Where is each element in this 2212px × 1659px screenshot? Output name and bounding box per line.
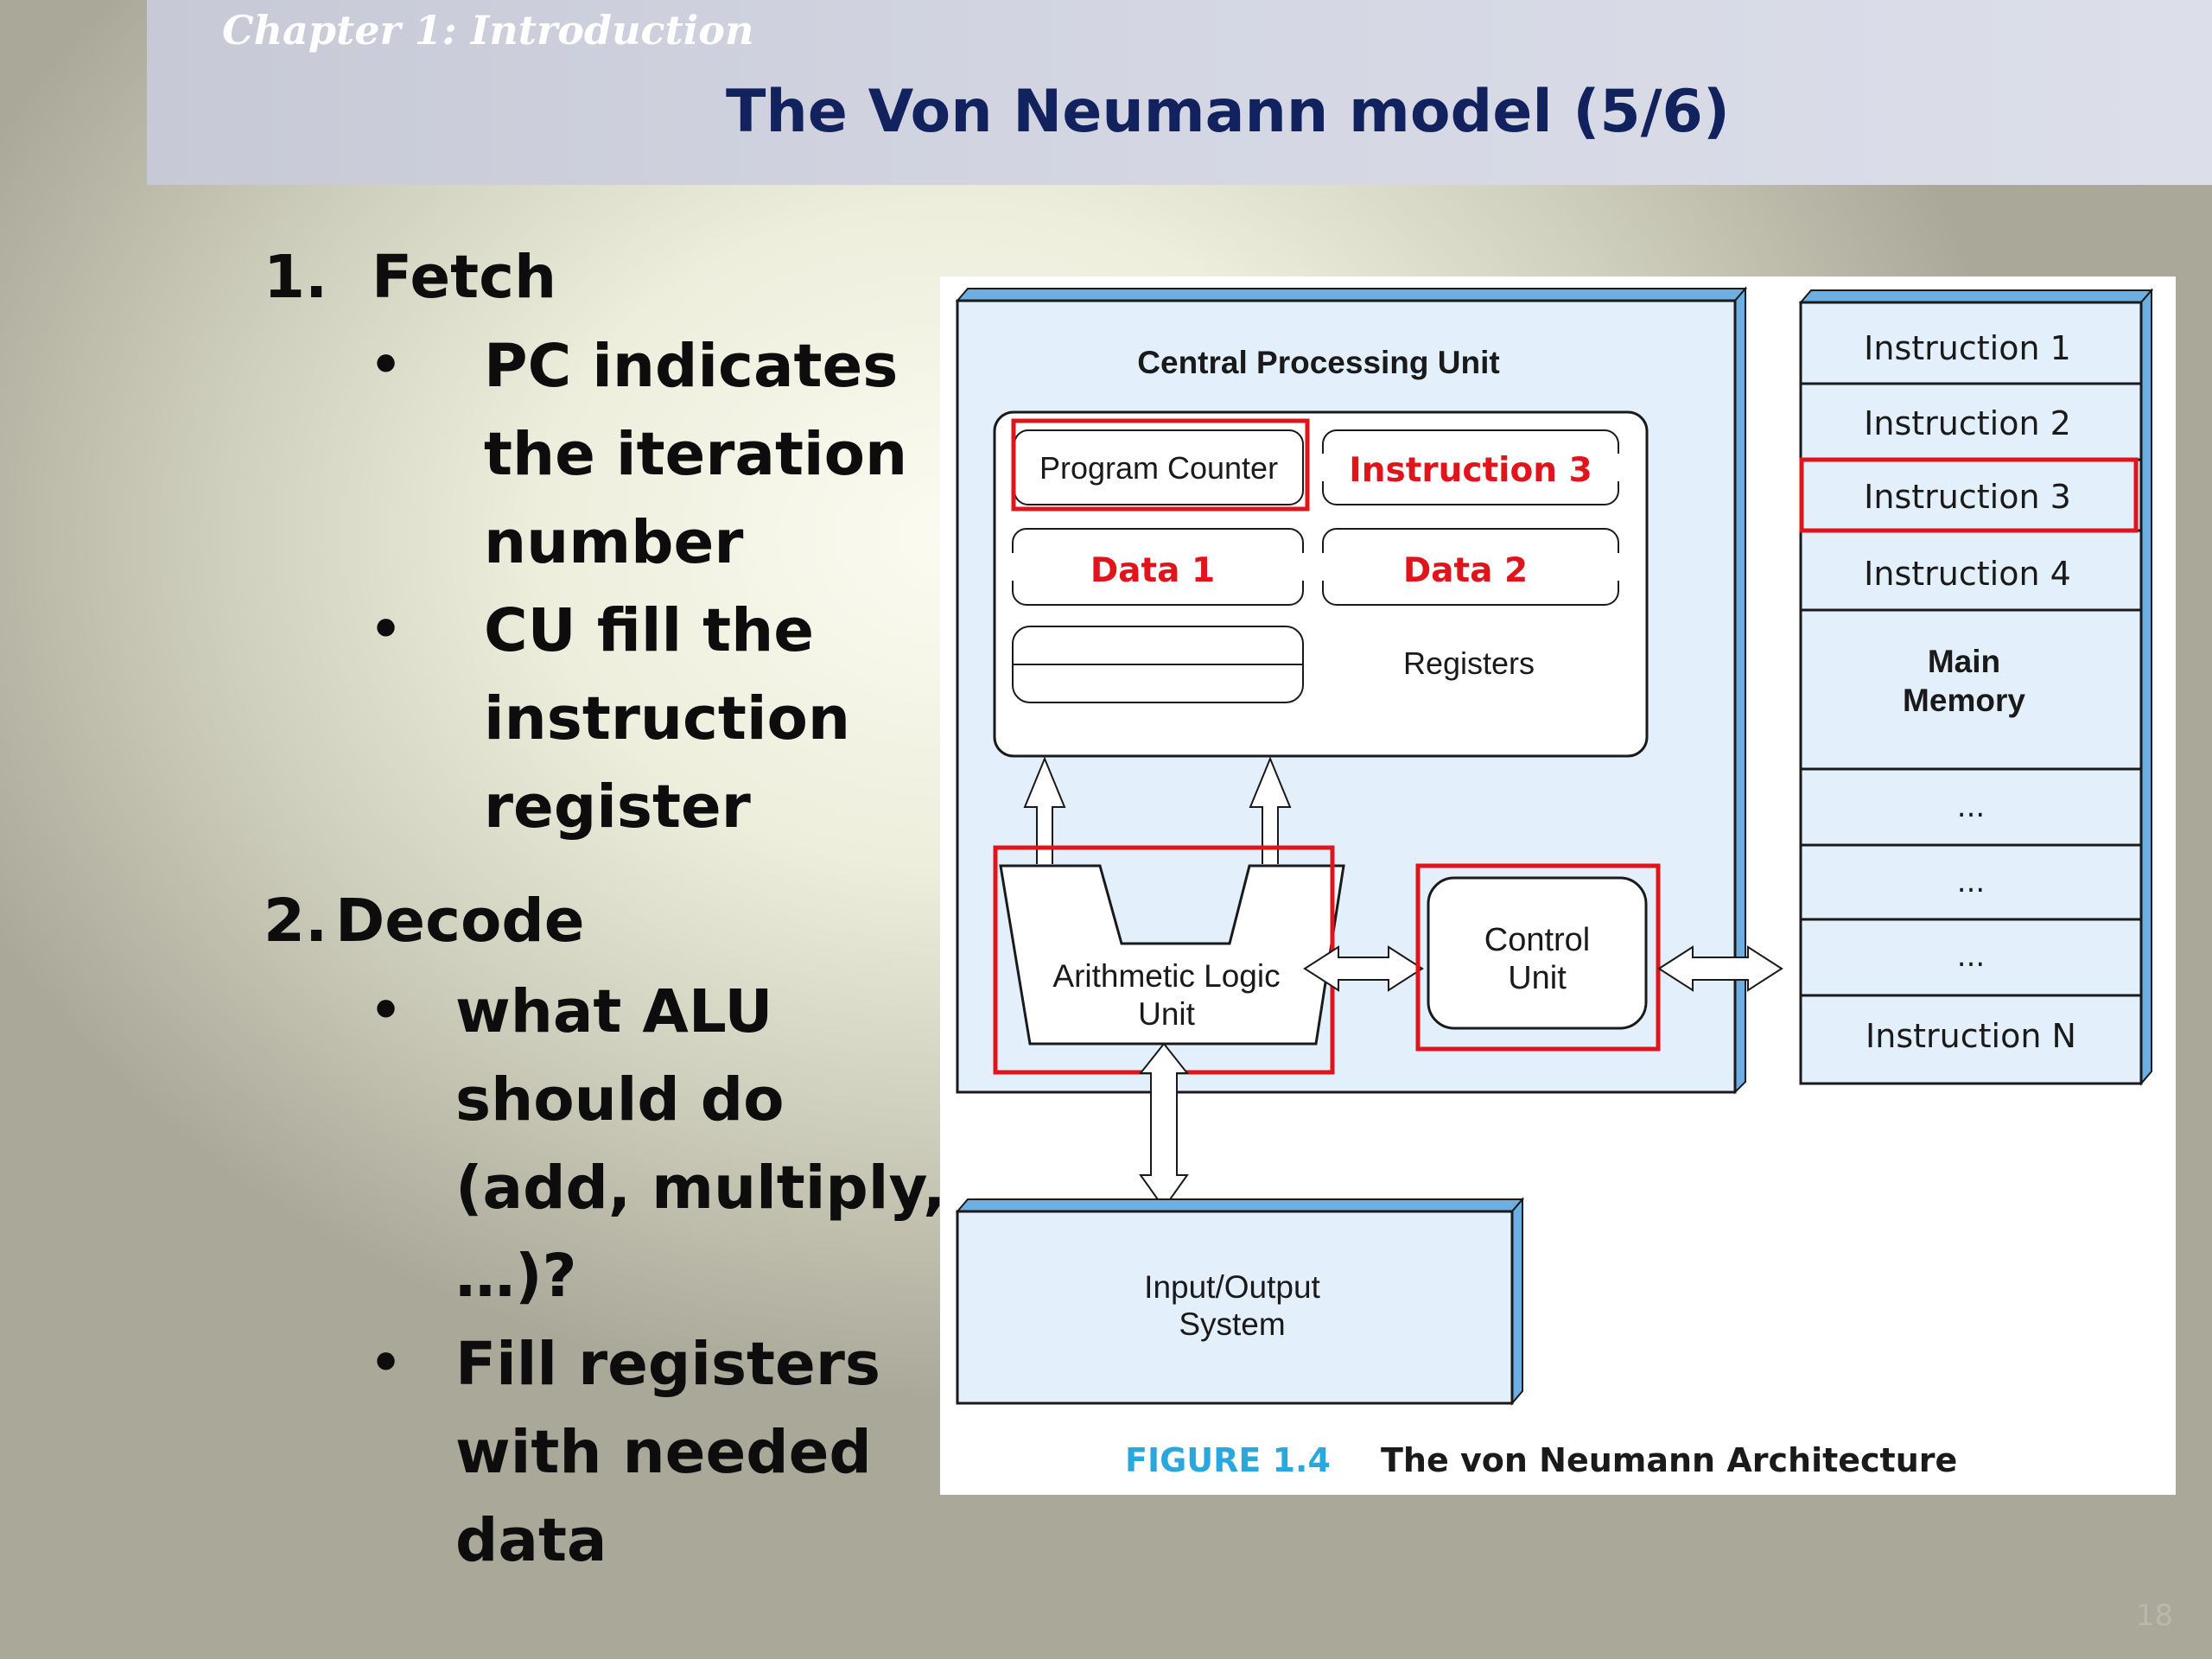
step-2-bullet-2-line-2: with needed (455, 1418, 872, 1487)
main-memory: Instruction 1 Instruction 2 Instruction … (1798, 288, 2154, 1086)
step-1-bullet-2-line-3: register (484, 772, 751, 842)
alu-control-arrow (1303, 945, 1424, 992)
chapter-label: Chapter 1: Introduction (222, 7, 754, 54)
step-1-bullet-2-line-1: CU fill the (484, 596, 815, 665)
alu-label-line-1: Arithmetic Logic (1052, 958, 1280, 994)
step-2-bullet-2-line-3: data (455, 1506, 607, 1575)
memory-cell-2: Instruction 2 (1864, 404, 2071, 442)
data-2-label: Data 2 (1403, 551, 1528, 590)
step-1-bullet-1-line-3: number (484, 508, 744, 577)
page-number: 18 (2136, 1599, 2174, 1633)
instruction-register: Instruction 3 (1320, 429, 1621, 505)
io-label-line-1: Input/Output (1144, 1269, 1320, 1305)
alu-register-arrows (1023, 756, 1292, 864)
memory-cell-1: Instruction 1 (1864, 329, 2071, 367)
step-1-label: Fetch (372, 243, 557, 312)
program-counter-label: Program Counter (1039, 450, 1278, 486)
control-unit: Control Unit (1415, 863, 1661, 1052)
control-unit-label-line-1: Control (1484, 922, 1591, 958)
step-2-number: 2. (264, 887, 328, 956)
bullet-marker: • (370, 1333, 403, 1392)
memory-cell-4: Instruction 4 (1864, 555, 2071, 593)
von-neumann-figure: .lbl { font-family: "Liberation Sans", s… (940, 276, 2176, 1495)
control-unit-label-line-2: Unit (1508, 960, 1567, 996)
memory-cell-3: Instruction 3 (1864, 478, 2071, 516)
control-unit-highlight (1415, 863, 1661, 1052)
step-2-bullet-2-line-1: Fill registers (455, 1330, 880, 1399)
memory-cell-last: Instruction N (1866, 1017, 2076, 1055)
step-1-bullet-1-line-1: PC indicates (484, 332, 899, 401)
bullet-marker: • (370, 600, 403, 658)
data-2-register: Data 2 (1320, 528, 1621, 606)
step-1-bullet-1-line-2: the iteration (484, 420, 908, 489)
cpu-title: Central Processing Unit (1137, 345, 1499, 380)
slide-title: The Von Neumann model (5/6) (726, 78, 1730, 146)
step-2-bullet-1-line-3: (add, multiply, (455, 1154, 946, 1223)
io-label-line-2: System (1179, 1306, 1285, 1342)
step-2-bullet-1-line-4: …)? (455, 1242, 577, 1311)
caption-number: FIGURE 1.4 (1125, 1441, 1331, 1479)
io-system: Input/Output System (955, 1197, 1525, 1406)
control-memory-arrow (1657, 945, 1783, 992)
alu: Arithmetic Logic Unit (993, 845, 1345, 1075)
instruction-3-highlight (1799, 457, 2139, 533)
bullet-marker: • (370, 981, 403, 1039)
alu-label-line-2: Unit (1138, 996, 1196, 1032)
step-2-label: Decode (335, 887, 585, 956)
program-counter-highlight (1011, 418, 1310, 512)
memory-ellipsis-2: ... (1957, 865, 1985, 899)
empty-register (1012, 626, 1304, 703)
data-1-register: Data 1 (1010, 528, 1306, 606)
alu-io-arrow (1138, 1042, 1190, 1210)
data-1-label: Data 1 (1090, 551, 1215, 590)
program-counter-register: Program Counter (1014, 429, 1304, 505)
step-2-bullet-1-line-1: what ALU (455, 977, 773, 1046)
registers-group: Program Counter Instruction 3 Data 1 Dat… (993, 410, 1649, 758)
figure-caption: FIGURE 1.4 The von Neumann Architecture (1125, 1441, 1957, 1479)
bullet-marker: • (370, 335, 403, 394)
step-1-bullet-2-line-2: instruction (484, 684, 851, 753)
instruction-register-label: Instruction 3 (1349, 451, 1592, 490)
header-band (147, 0, 2212, 185)
main-memory-label-line-1: Main (1928, 644, 2000, 679)
memory-ellipsis-3: ... (1957, 939, 1985, 974)
registers-label: Registers (1403, 645, 1535, 681)
memory-ellipsis-1: ... (1957, 790, 1985, 824)
caption-text: The von Neumann Architecture (1381, 1441, 1957, 1479)
main-memory-label-line-2: Memory (1903, 683, 2025, 718)
step-1-number: 1. (264, 243, 328, 312)
step-2-bullet-1-line-2: should do (455, 1065, 785, 1135)
